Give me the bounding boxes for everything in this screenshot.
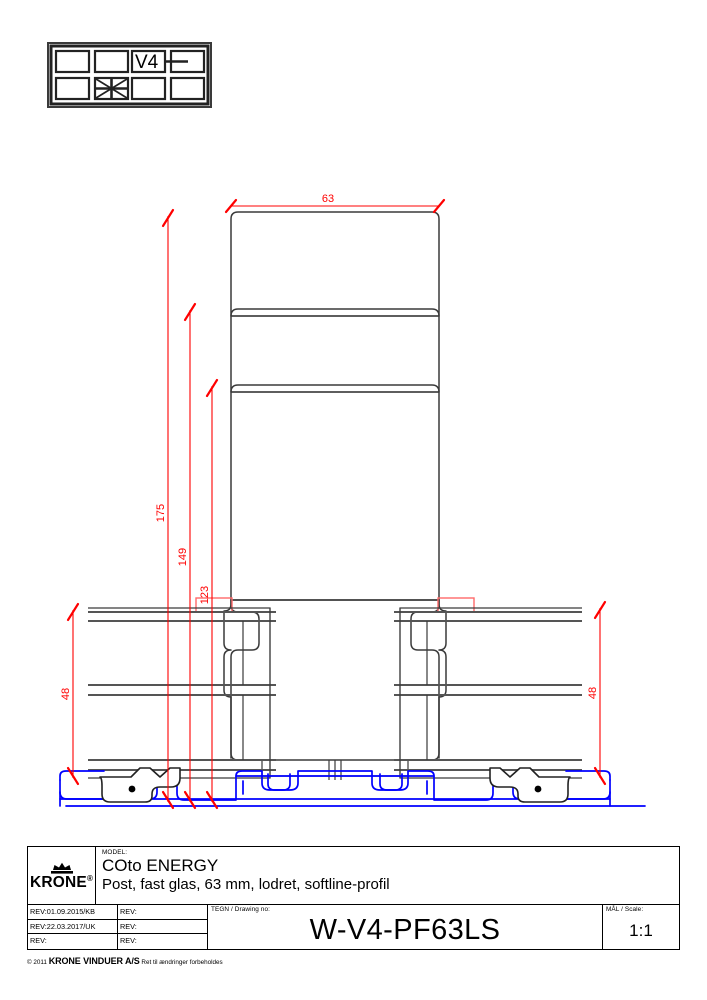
glazing-bead-marker-right xyxy=(437,597,475,613)
copyright-line: © 2011 KRONE VINDUER A/S Ret til ændring… xyxy=(27,955,427,967)
model-description: Post, fast glas, 63 mm, lodret, softline… xyxy=(102,876,390,893)
revision-cell: REV: xyxy=(30,936,47,946)
drawing-number-section: TEGN / Drawing no: W-V4-PF63LS xyxy=(208,905,603,949)
brand-text: KRONE xyxy=(29,873,87,891)
dimension-height-123: 123 xyxy=(199,378,219,810)
scale-section: MÅL / Scale: 1:1 xyxy=(603,905,679,949)
brand-name: KRONE® xyxy=(29,873,94,891)
dimension-width-63: 63 xyxy=(224,193,446,214)
copyright-company: KRONE VINDUER A/S xyxy=(48,956,140,966)
position-key-grid xyxy=(47,42,212,108)
title-block-bottom-row: REV:01.09.2015/KB REV:22.03.2017/UK REV:… xyxy=(28,905,679,949)
title-block: KRONE® MODEL: COto ENERGY Post, fast gla… xyxy=(27,846,680,950)
drawing-number-label: TEGN / Drawing no: xyxy=(211,906,270,913)
copyright-note: Ret til ændringer forbeholdes xyxy=(141,959,223,966)
technical-drawing: .prof{fill:none;stroke:#3a3a3a;stroke-wi… xyxy=(0,180,707,830)
dimension-value-123: 123 xyxy=(199,586,211,604)
scale-value: 1:1 xyxy=(629,921,653,940)
dimension-height-149: 149 xyxy=(177,302,197,810)
position-key-label: V4 xyxy=(135,52,159,73)
position-key-marked-cell xyxy=(95,78,128,99)
trademark-symbol: ® xyxy=(86,873,94,883)
gasket-left xyxy=(99,767,181,803)
revision-cell: REV:01.09.2015/KB xyxy=(28,905,117,920)
revision-cell: REV: xyxy=(118,905,207,920)
dimension-glass-left-48: 48 xyxy=(60,602,80,786)
revision-column-right: REV: REV: REV: xyxy=(118,905,208,949)
dimension-value-right-48: 48 xyxy=(587,687,599,699)
dimension-height-175: 175 xyxy=(155,208,175,810)
revision-cell: REV: xyxy=(120,936,137,946)
title-block-top-row: KRONE® MODEL: COto ENERGY Post, fast gla… xyxy=(28,847,679,905)
dimension-glass-right-48: 48 xyxy=(587,600,607,786)
model-label: MODEL: xyxy=(102,849,128,856)
scale-label: MÅL / Scale: xyxy=(606,906,644,913)
post-lower-profile xyxy=(223,599,447,780)
copyright-mark: © 2011 xyxy=(27,959,47,966)
glazing-unit-right xyxy=(394,607,582,779)
dimension-value-left-48: 48 xyxy=(60,688,72,700)
dimension-value-149: 149 xyxy=(177,548,189,566)
post-profile xyxy=(230,211,440,601)
dimension-value-175: 175 xyxy=(155,504,167,522)
dimension-value-63: 63 xyxy=(322,193,334,205)
model-name: COto ENERGY xyxy=(102,856,219,875)
crown-icon xyxy=(50,862,73,874)
model-section: MODEL: COto ENERGY Post, fast glas, 63 m… xyxy=(96,847,679,904)
revision-cell: REV:22.03.2017/UK xyxy=(28,920,117,935)
gasket-right xyxy=(489,767,571,803)
drawing-number: W-V4-PF63LS xyxy=(309,914,501,946)
glazing-unit-left xyxy=(88,607,276,779)
revision-column-left: REV:01.09.2015/KB REV:22.03.2017/UK REV: xyxy=(28,905,118,949)
krone-logo: KRONE® xyxy=(28,847,96,904)
position-key-icon: V4 xyxy=(47,42,212,108)
revision-cell: REV: xyxy=(118,920,207,935)
